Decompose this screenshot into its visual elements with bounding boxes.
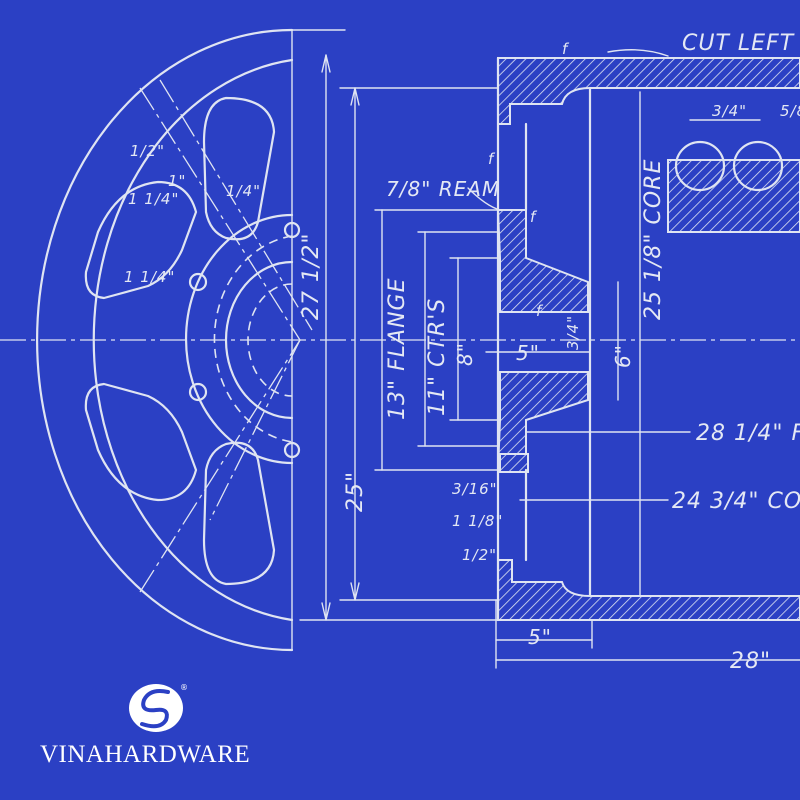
diagonal-centerline-3: [139, 339, 301, 593]
label-spoke-d: 1 1/4": [128, 190, 179, 208]
label-spoke-c: 1/4": [226, 182, 261, 200]
section-hub-lower: [496, 371, 589, 471]
groove-block: [667, 159, 800, 233]
dimension-lines: [291, 29, 800, 669]
spoke-window-1: [202, 96, 276, 241]
label-overall-diameter: 27 1/2": [299, 232, 324, 320]
rope-groove-2: [732, 140, 784, 192]
label-bore-length: 5": [516, 341, 540, 365]
wheel-front-view: [0, 28, 800, 652]
arrow-lower-top: [350, 87, 360, 106]
label-overall-width: 28": [730, 649, 771, 674]
label-web-thickness: 3/4": [564, 315, 582, 350]
label-groove: 3/4": [712, 102, 747, 120]
label-ream: 7/8" REAM: [386, 177, 500, 201]
label-rim-a: 3/16": [452, 480, 498, 498]
brand-logo: ® VINAHARDWARE: [40, 683, 250, 768]
label-flange: 13" FLANGE: [385, 278, 410, 420]
label-centers: 11" CTR'S: [425, 298, 450, 416]
label-core-top: 25 1/8" CORE: [641, 159, 666, 320]
section-rim-bottom: [497, 559, 800, 621]
label-face: 28 1/4" FAC: [696, 421, 800, 446]
label-rim-b: 1 1/8": [452, 512, 503, 530]
label-lower-height: 25": [343, 471, 368, 512]
label-rim-c: 1/2": [462, 546, 497, 564]
diagonal-centerline-1: [139, 87, 301, 341]
mark-finish-4: f: [562, 40, 570, 58]
bolt-hole-2: [188, 382, 208, 402]
mark-finish-2: f: [530, 208, 538, 226]
arrow-overall-bottom: [321, 602, 331, 621]
spoke-window-4: [202, 441, 276, 586]
logo-wordmark: VINAHARDWARE: [40, 741, 250, 768]
label-rim-width-bottom: 5": [528, 625, 552, 649]
label-rim-depth: 6": [611, 344, 635, 368]
mark-finish-1: f: [488, 150, 496, 168]
mark-finish-3: f: [536, 302, 544, 320]
wheel-outer-rim: [35, 28, 294, 652]
label-hub-length: 8": [453, 342, 477, 366]
diagonal-centerline-4: [209, 339, 301, 521]
spoke-window-2: [84, 180, 198, 300]
label-spoke-e: 1 1/4": [124, 268, 175, 286]
label-groove-2: 5/8: [780, 102, 800, 120]
drawing-labels: CUT LEFT 7/8" REAM 13" FLANGE 11" CTR'S …: [124, 31, 800, 674]
hub-outer: [184, 213, 294, 465]
section-ream-insert: [499, 453, 529, 473]
label-spoke-a: 1/2": [130, 142, 165, 160]
bolt-hole-1: [188, 272, 208, 292]
section-hub-upper: [496, 209, 589, 313]
logo-registered: ®: [180, 683, 188, 692]
wheel-cross-section: [496, 49, 800, 622]
title-cut-left: CUT LEFT: [682, 31, 795, 56]
rope-groove-1: [674, 140, 726, 192]
section-rim-top: [497, 57, 800, 125]
thread-mark: [607, 49, 669, 57]
arrow-overall-top: [321, 54, 331, 73]
label-core-bottom: 24 3/4" CORE: [672, 489, 800, 514]
label-spoke-b: 1": [168, 172, 186, 190]
diagonal-centerline-2: [159, 79, 313, 331]
logo-swirl-icon: [140, 689, 170, 729]
spoke-window-3: [84, 382, 198, 502]
